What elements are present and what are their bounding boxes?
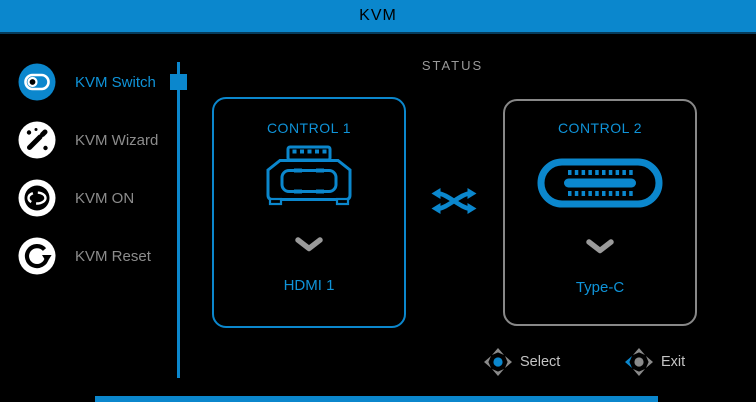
reset-arrow-icon bbox=[18, 237, 56, 275]
chevron-down-icon bbox=[295, 237, 323, 252]
control-2-value: Type-C bbox=[575, 279, 625, 296]
sidebar-divider-line bbox=[177, 62, 180, 378]
hint-select: Select bbox=[483, 347, 560, 377]
sidebar-scroll-marker bbox=[170, 74, 187, 90]
dpad-press-icon bbox=[484, 348, 512, 376]
sidebar-item-label: KVM Reset bbox=[75, 247, 151, 265]
hint-exit: Exit bbox=[624, 347, 685, 377]
sidebar-item-kvm-reset[interactable]: KVM Reset bbox=[18, 237, 151, 275]
control-1-title: CONTROL 1 bbox=[266, 120, 352, 136]
sidebar-item-label: KVM Switch bbox=[75, 73, 156, 91]
hint-select-label: Select bbox=[520, 354, 561, 370]
bottom-accent-bar bbox=[95, 396, 658, 402]
sidebar-item-label: KVM Wizard bbox=[75, 131, 159, 149]
shuffle-arrows-icon bbox=[431, 188, 477, 214]
hdmi-connector-icon bbox=[266, 145, 352, 206]
hint-exit-label: Exit bbox=[661, 354, 686, 370]
magic-wand-icon bbox=[18, 121, 56, 159]
sidebar-item-kvm-switch[interactable]: KVM Switch bbox=[18, 63, 156, 101]
page-title: KVM bbox=[359, 7, 397, 24]
chevron-down-icon bbox=[586, 239, 614, 254]
status-heading: STATUS bbox=[421, 58, 484, 73]
control-1-value: HDMI 1 bbox=[283, 277, 335, 294]
sidebar-item-kvm-wizard[interactable]: KVM Wizard bbox=[18, 121, 158, 159]
sidebar-item-label: KVM ON bbox=[75, 189, 135, 207]
control-2-title: CONTROL 2 bbox=[557, 120, 643, 136]
control-2-box[interactable]: CONTROL 2 Type-C bbox=[503, 99, 697, 326]
toggle-switch-icon bbox=[18, 63, 56, 101]
title-bar: KVM bbox=[0, 0, 756, 34]
dpad-left-icon bbox=[625, 348, 653, 376]
kvm-on-icon bbox=[18, 179, 56, 217]
control-1-box[interactable]: CONTROL 1 HDMI 1 bbox=[212, 97, 406, 328]
usb-c-connector-icon bbox=[537, 158, 663, 208]
sidebar-item-kvm-on[interactable]: KVM ON bbox=[18, 179, 134, 217]
